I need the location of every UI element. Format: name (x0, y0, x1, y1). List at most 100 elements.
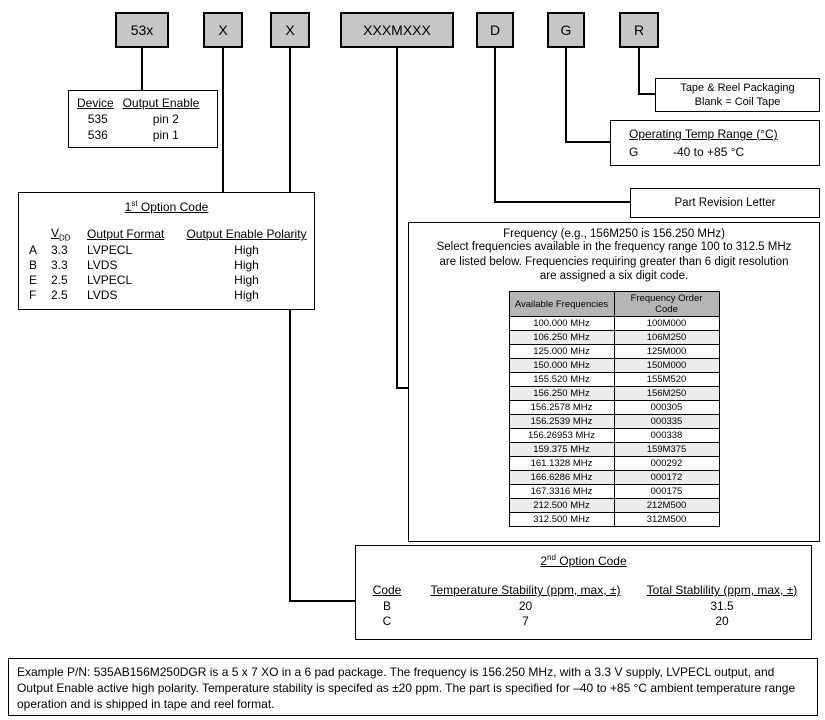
connector-temp-vertical (565, 47, 567, 143)
example-part-number-text: Example P/N: 535AB156M250DGR is a 5 x 7 … (17, 665, 796, 712)
option2-box: 2nd Option Code Code Temperature Stabili… (355, 545, 812, 640)
device-cell: 535 (87, 112, 108, 126)
temp-code: G (629, 145, 639, 159)
part-revision-box: Part Revision Letter (630, 188, 820, 218)
connector-option2-horizontal (289, 600, 355, 602)
operating-temp-box: Operating Temp Range (°C) G -40 to +85 °C (610, 120, 820, 166)
table-row: C 7 20 (356, 613, 811, 628)
table-header-row: Available Frequencies Frequency Order Co… (508, 291, 720, 318)
code-cell: B (382, 598, 391, 613)
order-code-cell: 000305 (613, 400, 720, 416)
frequency-cell: 156.2578 MHz (508, 400, 615, 416)
device-cell: 536 (87, 128, 108, 142)
connector-frequency-vertical (396, 47, 398, 389)
order-code-cell: 000335 (613, 414, 720, 430)
frequency-description: Select frequencies available in the freq… (436, 241, 792, 283)
frequency-title: Frequency (e.g., 156M250 is 156.250 MHz) (503, 228, 725, 240)
frequency-cell: 155.520 MHz (508, 372, 615, 388)
code-cell: B (29, 257, 38, 272)
frequency-cell: 212.500 MHz (508, 498, 615, 514)
connector-revision-horizontal (494, 201, 630, 203)
field-box-revision: D (476, 12, 514, 48)
format-cell: LVDS (87, 257, 118, 272)
frequency-cell: 156.250 MHz (508, 386, 615, 402)
field-box-temp: G (547, 12, 585, 48)
format-cell: LVPECL (87, 242, 133, 257)
tape-reel-line1: Tape & Reel Packaging (680, 81, 795, 94)
order-code-cell: 000292 (613, 456, 720, 472)
connector-option2-vertical (289, 47, 291, 602)
table-row: A 3.3 LVPECL High (19, 242, 314, 257)
polarity-cell: High (234, 287, 259, 302)
field-box-frequency: XXXMXXX (340, 12, 454, 48)
temp-range-header: Operating Temp Range (°C) (629, 127, 778, 141)
field-box-tape: R (619, 12, 659, 48)
field-box-option1: X (203, 12, 243, 48)
table-row: 535 pin 2 (75, 111, 211, 127)
order-code-cell: 106M250 (613, 330, 720, 346)
frequency-table: Available Frequencies Frequency Order Co… (508, 291, 720, 528)
frequency-cell: 166.6286 MHz (508, 470, 615, 486)
code-cell: C (382, 613, 392, 628)
total-stability-cell: 20 (715, 613, 729, 628)
output-enable-column-header: Output Enable (122, 95, 200, 110)
temp-stability-column-header: Temperature Stability (ppm, max, ±) (430, 583, 621, 597)
polarity-cell: High (234, 257, 259, 272)
temp-value: -40 to +85 °C (673, 145, 745, 159)
order-code-cell: 312M500 (613, 512, 720, 528)
frequency-cell: 156.26953 MHz (508, 428, 615, 444)
vdd-cell: 3.3 (51, 257, 68, 272)
connector-temp-horizontal (565, 141, 610, 143)
part-revision-label: Part Revision Letter (674, 197, 776, 209)
vdd-cell: 2.5 (51, 272, 68, 287)
temp-stability-cell: 20 (518, 598, 533, 613)
device-table: Device Output Enable 535 pin 2 536 pin 1 (75, 94, 211, 143)
tape-reel-box: Tape & Reel Packaging Blank = Coil Tape (655, 78, 820, 112)
code-cell: A (29, 242, 38, 257)
order-code-cell: 125M000 (613, 344, 720, 360)
frequency-cell: 150.000 MHz (508, 358, 615, 374)
code-cell: E (29, 272, 38, 287)
total-stability-cell: 31.5 (710, 598, 734, 613)
connector-option1 (222, 47, 224, 194)
tape-reel-line2: Blank = Coil Tape (694, 96, 781, 108)
frequency-cell: 100.000 MHz (508, 316, 615, 332)
order-code-cell: 159M375 (613, 442, 720, 458)
output-format-column-header: Output Format (87, 227, 165, 242)
connector-device (141, 47, 143, 92)
frequency-cell: 106.250 MHz (508, 330, 615, 346)
option2-title: 2nd Option Code (540, 553, 627, 568)
order-code-cell: 155M520 (613, 372, 720, 388)
code-column-header: Code (372, 583, 402, 597)
total-stability-column-header: Total Stablility (ppm, max, ±) (646, 583, 798, 597)
format-cell: LVDS (87, 287, 118, 302)
table-header-row: Code Temperature Stability (ppm, max, ±)… (356, 582, 811, 598)
field-box-device: 53x (115, 12, 169, 48)
polarity-cell: High (234, 272, 259, 287)
pin-cell: pin 1 (152, 128, 179, 142)
example-part-number-box: Example P/N: 535AB156M250DGR is a 5 x 7 … (8, 658, 818, 716)
frequency-cell: 312.500 MHz (508, 512, 615, 528)
code-cell: F (29, 287, 37, 302)
connector-tape-horizontal (638, 93, 655, 95)
option1-title: 1st Option Code (124, 199, 209, 214)
available-frequencies-header: Available Frequencies (508, 291, 615, 318)
order-code-cell: 150M000 (613, 358, 720, 374)
table-row: F 2.5 LVDS High (19, 287, 314, 302)
vdd-cell: 2.5 (51, 287, 68, 302)
order-code-cell: 000172 (613, 470, 720, 486)
temp-range-row: G -40 to +85 °C (629, 145, 819, 159)
polarity-cell: High (234, 242, 259, 257)
connector-revision-vertical (494, 47, 496, 203)
device-output-enable-box: Device Output Enable 535 pin 2 536 pin 1 (68, 90, 218, 148)
order-code-cell: 156M250 (613, 386, 720, 402)
